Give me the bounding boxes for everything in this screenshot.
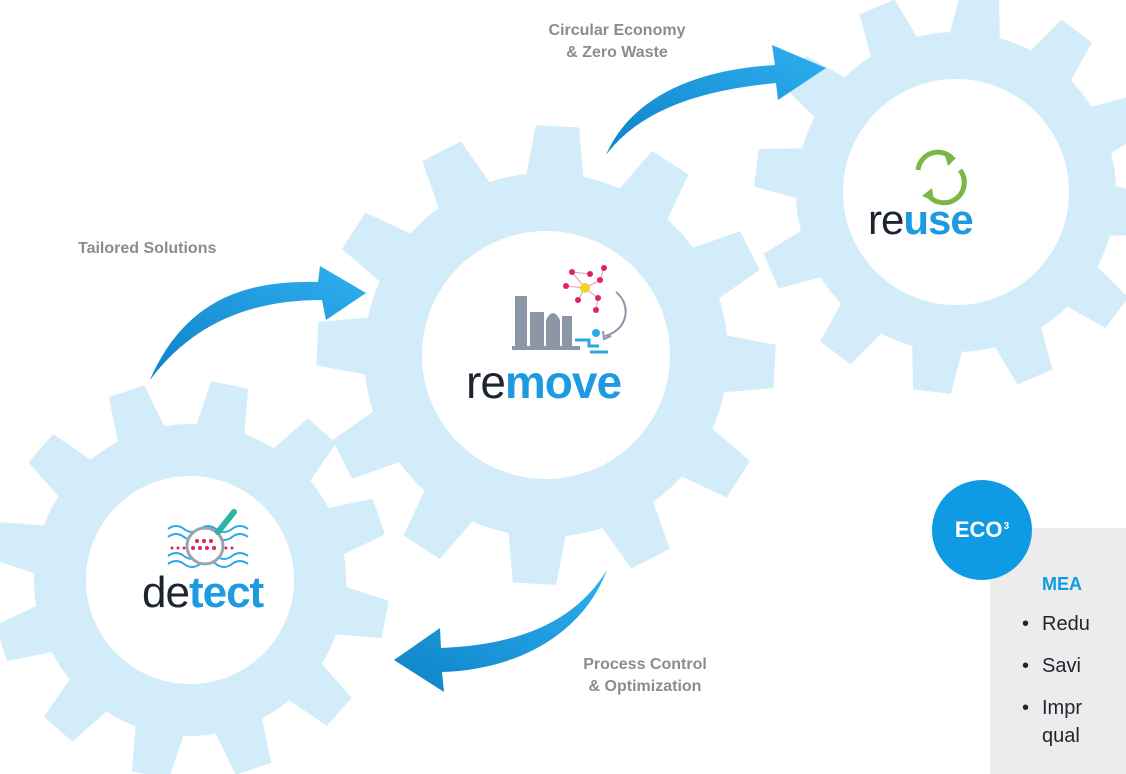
gear-detect-hub bbox=[86, 476, 294, 684]
recycle-icon bbox=[915, 149, 967, 206]
arrow-tailored-solutions bbox=[150, 266, 366, 380]
bullet-item-2: •Savi bbox=[1022, 655, 1081, 677]
bullet-item-1: •Redu bbox=[1022, 613, 1090, 635]
gear-remove-hub bbox=[422, 231, 670, 479]
eco-superscript: 3 bbox=[1003, 520, 1010, 532]
caption-circular-economy: Circular Economy & Zero Waste bbox=[548, 22, 686, 61]
caption-process-control: Process Control & Optimization bbox=[583, 656, 707, 695]
eco-label: ECO bbox=[954, 517, 1003, 542]
gear-reuse bbox=[754, 0, 1126, 394]
caption-tailored-solutions: Tailored Solutions bbox=[78, 240, 217, 257]
word-detect: detect bbox=[142, 568, 264, 617]
gear-remove bbox=[316, 125, 776, 585]
gear-reuse-hub bbox=[843, 79, 1069, 305]
arrow-circular-economy bbox=[606, 45, 826, 155]
word-reuse: reuse bbox=[868, 196, 974, 243]
detect-water-magnifier-icon bbox=[167, 509, 249, 568]
arrow-process-control bbox=[394, 570, 607, 692]
word-remove: remove bbox=[466, 356, 622, 408]
factory-molecule-icon bbox=[512, 265, 627, 354]
gear-detect bbox=[0, 381, 389, 774]
panel-heading: MEA bbox=[1042, 574, 1082, 594]
